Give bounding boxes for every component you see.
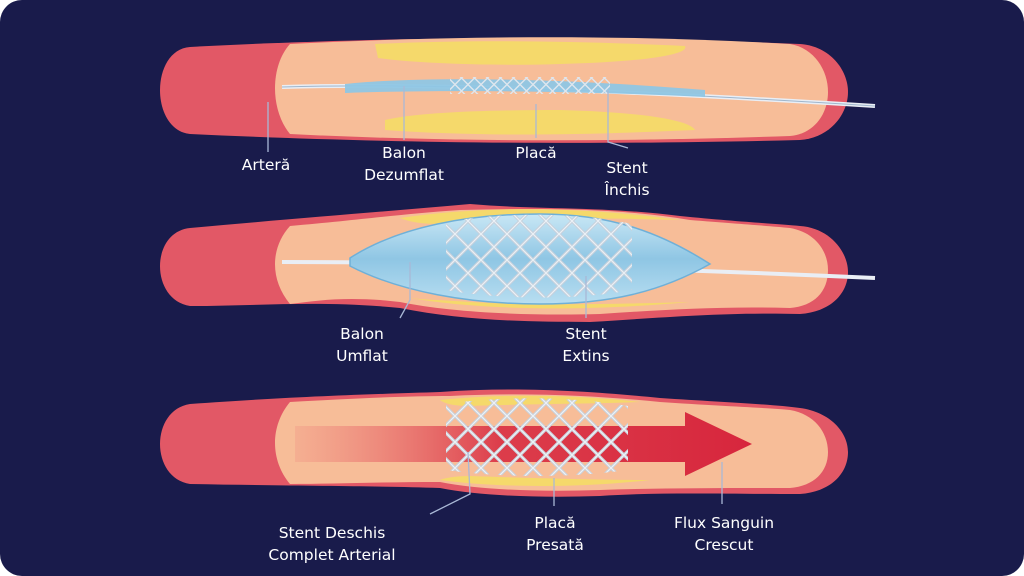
- deployed-stent: [446, 398, 628, 476]
- closed-stent: [450, 77, 610, 94]
- label-placa-presata-line1: Placă: [534, 514, 575, 532]
- label-balon-dezumflat-line1: Balon: [382, 144, 426, 162]
- label-flux-sanguin-line1: Flux Sanguin: [674, 514, 774, 532]
- label-artera: Arteră: [242, 156, 290, 174]
- leader-lines: [267, 86, 723, 515]
- expanded-stent: [446, 214, 632, 298]
- label-stent-inchis-line2: Închis: [603, 180, 649, 199]
- label-placa: Placă: [515, 144, 556, 162]
- plaque-top: [375, 41, 686, 65]
- panel-deflated: [160, 37, 876, 143]
- label-balon-umflat-line2: Umflat: [336, 347, 388, 365]
- label-stent-extins-line1: Stent: [565, 325, 606, 343]
- plaque-bottom: [410, 298, 690, 309]
- label-stent-inchis-line1: Stent: [606, 159, 647, 177]
- panel-inflated: [160, 204, 876, 322]
- labels: Arteră Balon Dezumflat Placă Stent Închi…: [242, 144, 774, 564]
- label-balon-dezumflat-line2: Dezumflat: [364, 166, 444, 184]
- label-stent-deschis-line1: Stent Deschis: [279, 524, 386, 542]
- label-stent-deschis-line2: Complet Arterial: [268, 546, 395, 564]
- plaque-bottom: [440, 476, 650, 486]
- label-flux-sanguin-line2: Crescut: [695, 536, 754, 554]
- plaque-bottom: [385, 110, 695, 135]
- label-balon-umflat-line1: Balon: [340, 325, 384, 343]
- panel-deployed: [160, 389, 848, 497]
- label-placa-presata-line2: Presată: [526, 536, 584, 554]
- label-stent-extins-line2: Extins: [562, 347, 609, 365]
